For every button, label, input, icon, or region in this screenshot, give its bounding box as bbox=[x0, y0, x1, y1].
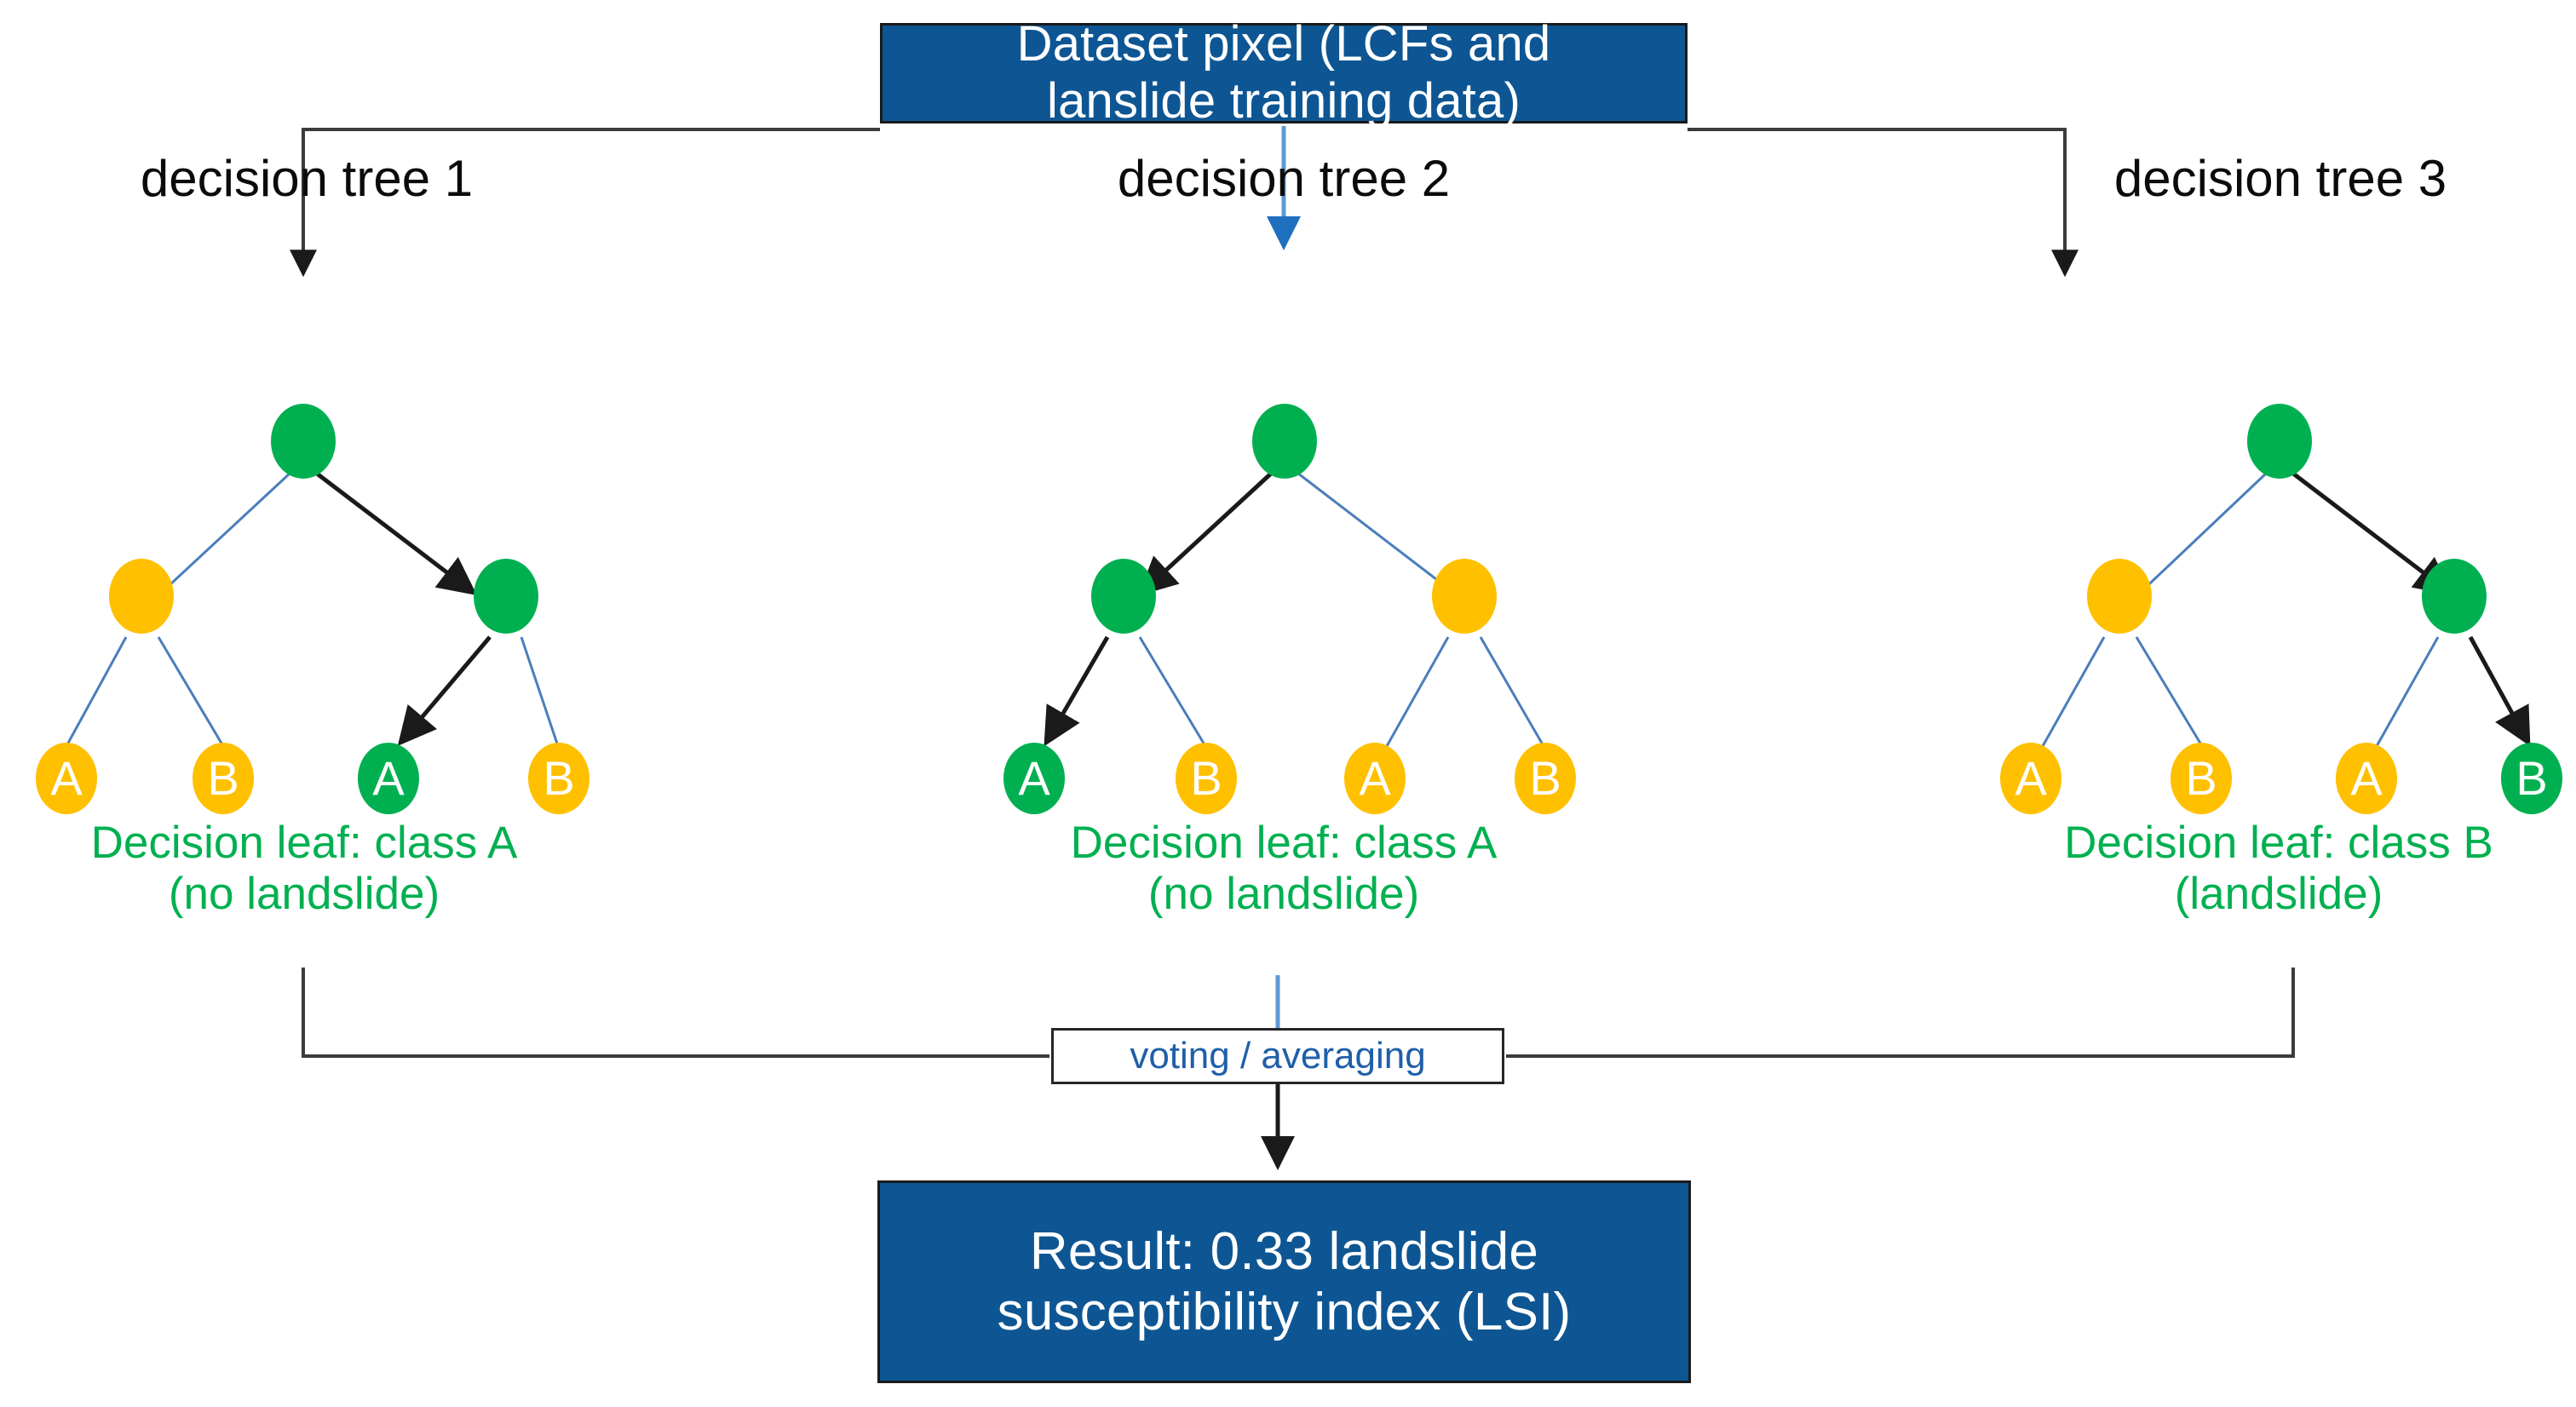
tree-3-leaf-2: B bbox=[2171, 743, 2232, 814]
tree-1-inner-left-node bbox=[109, 559, 174, 634]
result-output-box: Result: 0.33 landslide susceptibility in… bbox=[877, 1180, 1691, 1383]
tree-2-leaf-1: A bbox=[1003, 743, 1065, 814]
tree-1-leaf-1: A bbox=[36, 743, 97, 814]
tree-1-inner-right-node bbox=[474, 559, 538, 634]
dataset-box-line-1: Dataset pixel (LCFs and bbox=[1016, 16, 1551, 72]
tree-2-inner-left-node bbox=[1091, 559, 1156, 634]
tree-3-title: decision tree 3 bbox=[2113, 150, 2447, 207]
tree-2-caption-line-2: (no landslide) bbox=[1147, 869, 1420, 920]
tree-2-leaf-caption: Decision leaf: class A (no landslide) bbox=[980, 818, 1588, 921]
connector-top-right bbox=[1688, 128, 2079, 278]
tree-2-leaf-4: B bbox=[1515, 743, 1576, 814]
tree-2-inner-right-node bbox=[1432, 559, 1497, 634]
tree-3-leaf-3: A bbox=[2336, 743, 2397, 814]
tree-1-leaf-caption: Decision leaf: class A (no landslide) bbox=[0, 818, 608, 921]
tree-2-leaf-3: A bbox=[1344, 743, 1406, 814]
tree-3-inner-right-node bbox=[2422, 559, 2487, 634]
tree-1-caption-line-1: Decision leaf: class A bbox=[90, 818, 518, 868]
connector-bottom-left bbox=[302, 968, 1049, 1058]
tree-2-caption-line-1: Decision leaf: class A bbox=[1070, 818, 1498, 868]
tree-1-leaf-4: B bbox=[528, 743, 589, 814]
dataset-input-box: Dataset pixel (LCFs and lanslide trainin… bbox=[880, 16, 1688, 129]
tree-3-caption-line-1: Decision leaf: class B bbox=[2064, 818, 2493, 868]
tree-3-leaf-caption: Decision leaf: class B (landslide) bbox=[1975, 818, 2576, 921]
voting-averaging-label: voting / averaging bbox=[1130, 1035, 1426, 1077]
tree-2-title: decision tree 2 bbox=[1117, 150, 1451, 207]
connector-bottom-right bbox=[1506, 968, 2295, 1058]
voting-averaging-box: voting / averaging bbox=[1051, 1028, 1504, 1084]
tree-2-root-node bbox=[1252, 404, 1317, 479]
tree-3-inner-left-node bbox=[2087, 559, 2152, 634]
tree-1-leaf-2: B bbox=[193, 743, 254, 814]
tree-1-root-node bbox=[271, 404, 336, 479]
tree-2-leaf-2: B bbox=[1176, 743, 1237, 814]
tree-1-caption-line-2: (no landslide) bbox=[168, 869, 440, 920]
result-box-line-1: Result: 0.33 landslide bbox=[1029, 1221, 1539, 1281]
tree-3-root-node bbox=[2247, 404, 2312, 479]
dataset-box-line-2: lanslide training data) bbox=[1047, 73, 1521, 129]
tree-3-caption-line-2: (landslide) bbox=[2174, 869, 2383, 920]
tree-1-title: decision tree 1 bbox=[140, 150, 474, 207]
tree-1-leaf-3: A bbox=[358, 743, 419, 814]
tree-3-leaf-4: B bbox=[2501, 743, 2562, 814]
result-box-line-2: susceptibility index (LSI) bbox=[997, 1283, 1572, 1341]
tree-3-leaf-1: A bbox=[2000, 743, 2061, 814]
